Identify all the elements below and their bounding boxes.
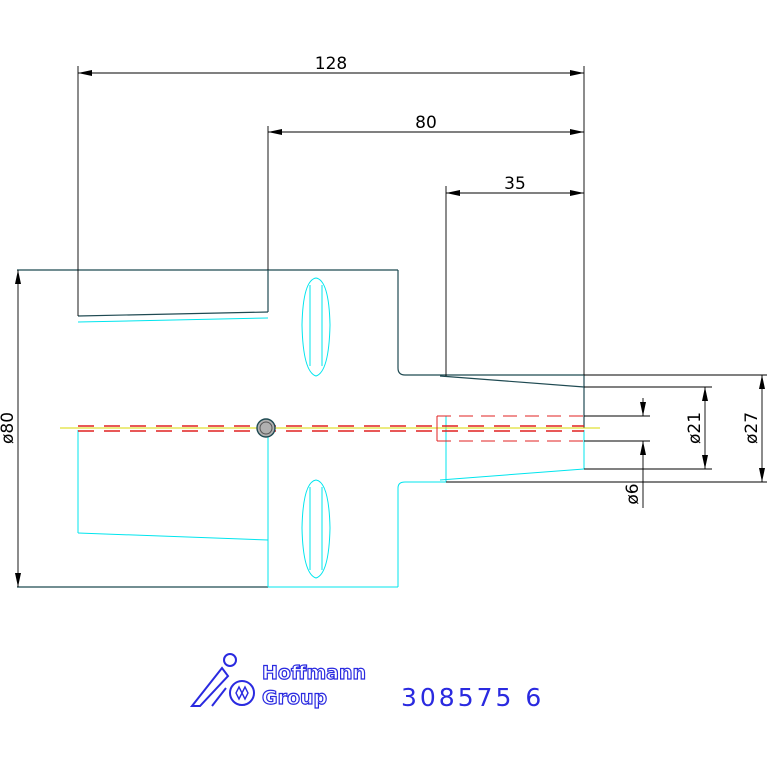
dim-body-length: 80 xyxy=(415,113,437,133)
dim-shank-length: 35 xyxy=(504,174,526,194)
dim-body-diameter: ø80 xyxy=(0,412,18,444)
part-outline-upper xyxy=(17,269,585,588)
dim-overall-length: 128 xyxy=(315,54,347,74)
upper-slot xyxy=(301,277,331,377)
part-number: 308575 6 xyxy=(401,683,544,712)
dim-pin-diameter: ø6 xyxy=(623,483,643,504)
logo-line2: Group xyxy=(262,687,327,709)
dimension-lines xyxy=(17,66,767,587)
dim-shank-diameter: ø27 xyxy=(742,412,762,444)
dim-bore-diameter: ø21 xyxy=(685,412,705,444)
part-outline-lower xyxy=(77,277,585,588)
hoffmann-group-logo-icon xyxy=(189,653,255,707)
ball-icon xyxy=(256,418,276,438)
lower-slot xyxy=(301,479,331,579)
logo-line1: Hoffmann xyxy=(262,662,366,684)
arrowheads xyxy=(15,70,765,587)
centerline xyxy=(60,415,600,442)
